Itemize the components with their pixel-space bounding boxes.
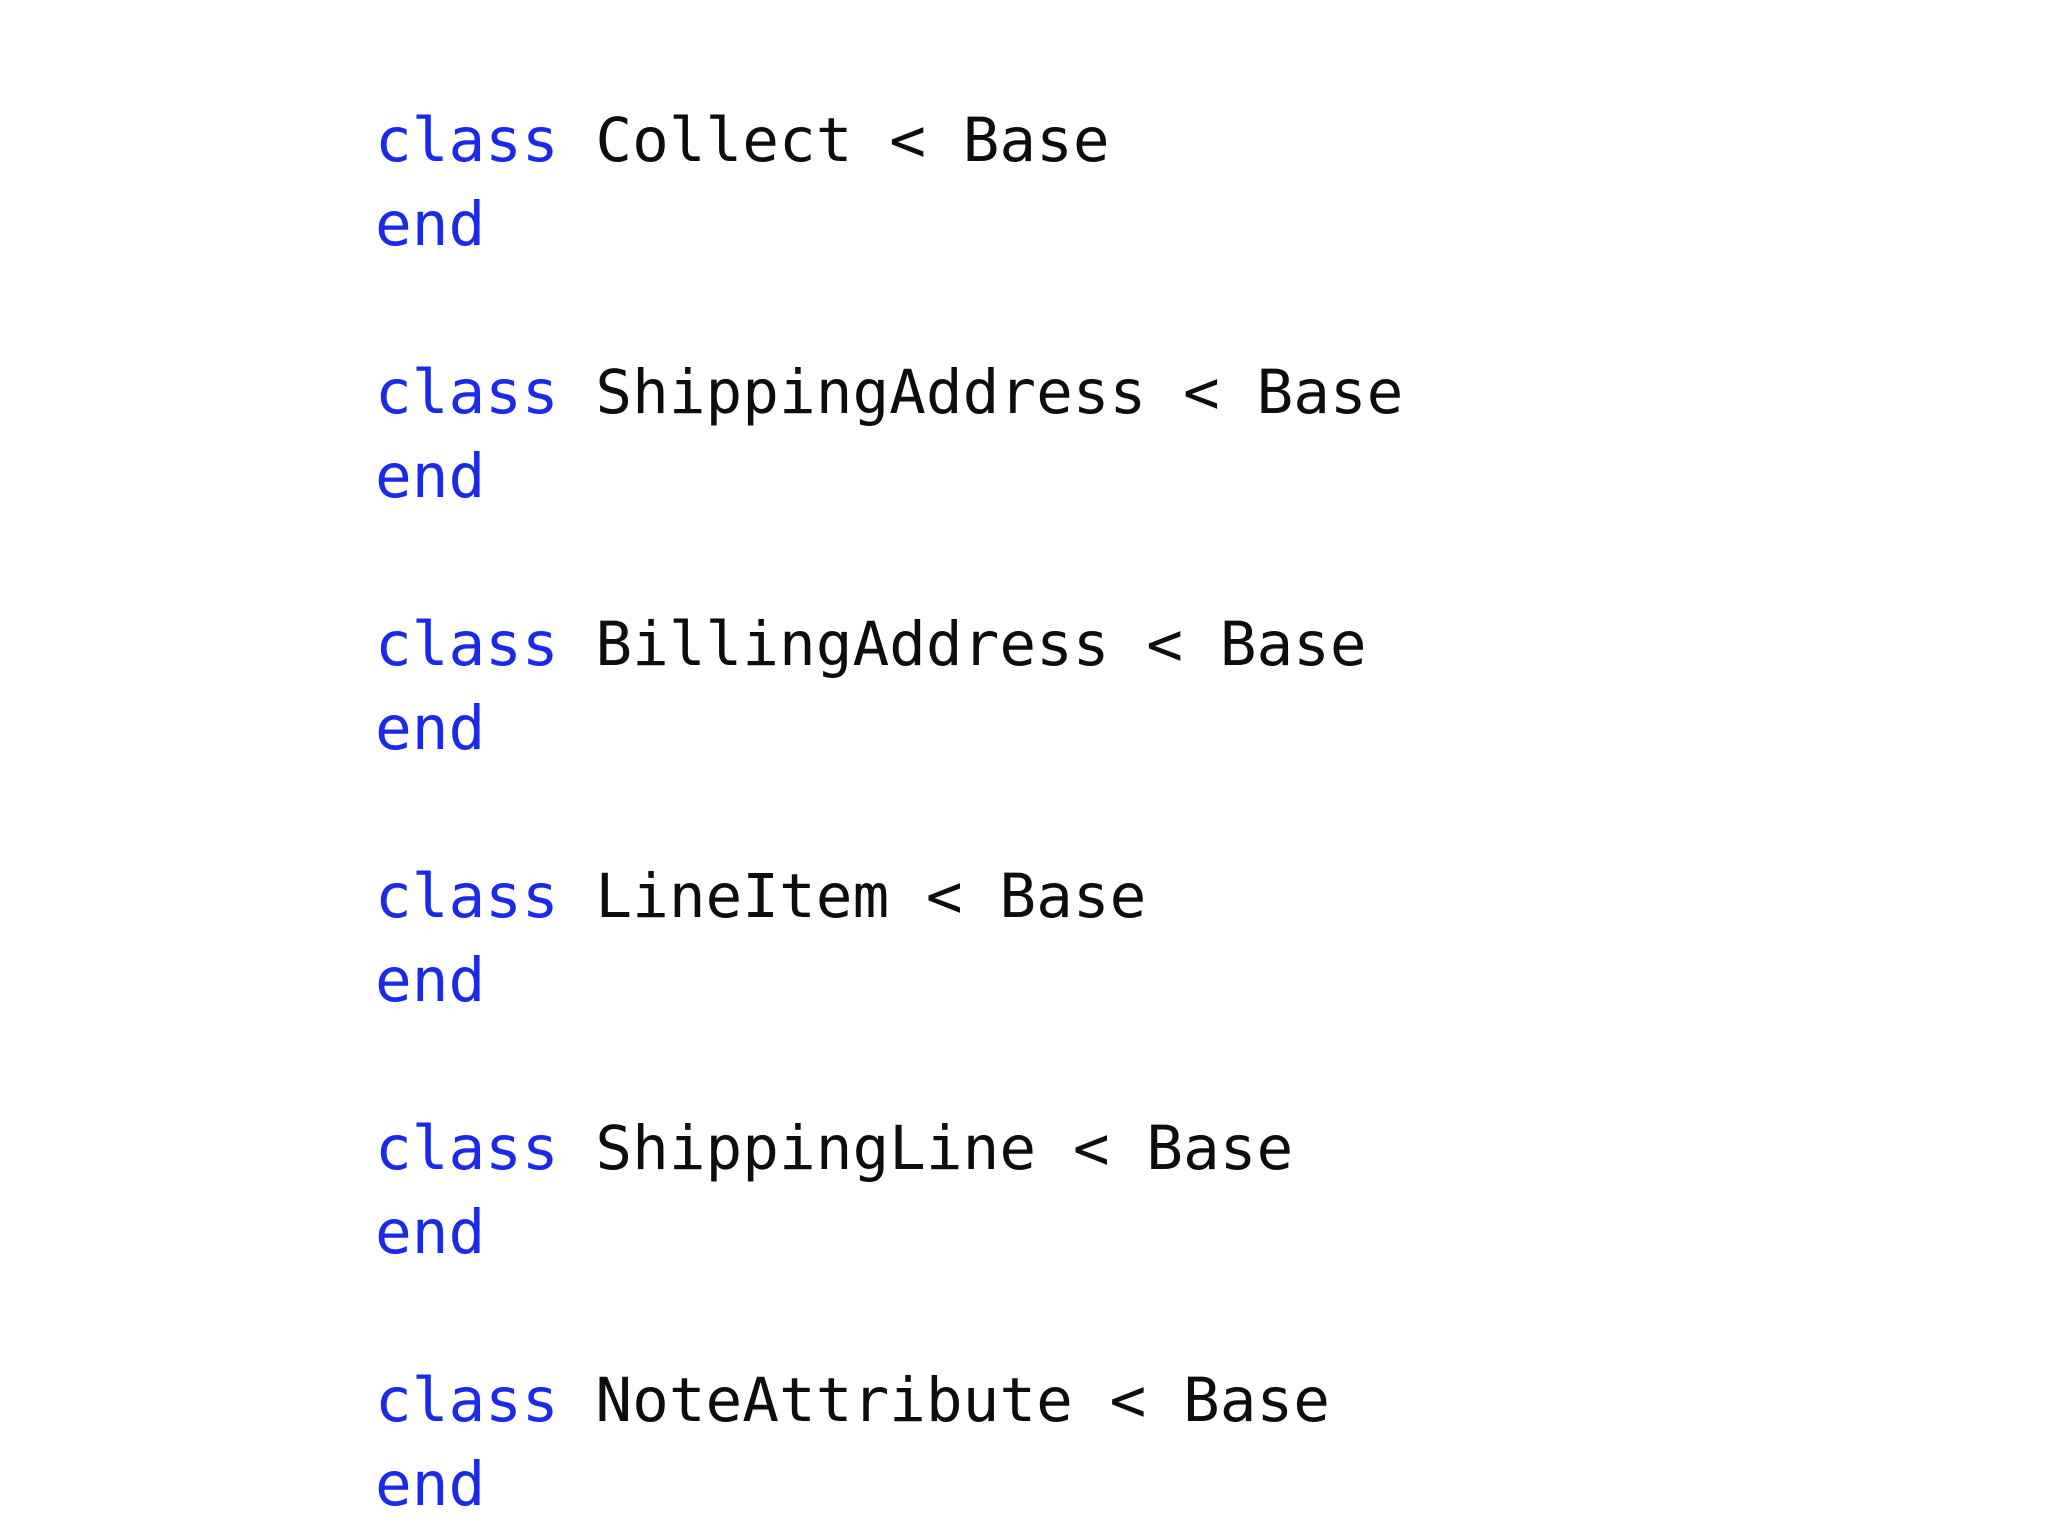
end-line: end [375,435,1403,519]
class-declaration-line: class LineItem < Base [375,855,1403,939]
keyword-end: end [375,945,486,1016]
keyword-end: end [375,189,486,260]
end-line: end [375,183,1403,267]
space [559,861,596,932]
end-line: end [375,939,1403,1023]
space [889,861,926,932]
class-declaration-line: class ShippingLine < Base [375,1107,1403,1191]
superclass-name: Base [1256,357,1404,428]
keyword-class: class [375,1365,559,1436]
class-name: LineItem [595,861,890,932]
superclass-name: Base [999,861,1147,932]
blank-line [375,519,1403,603]
keyword-class: class [375,1113,559,1184]
inherit-operator: < [889,105,926,176]
keyword-end: end [375,693,486,764]
class-name: BillingAddress [595,609,1110,680]
space [1110,1113,1147,1184]
keyword-class: class [375,357,559,428]
class-declaration-line: class BillingAddress < Base [375,603,1403,687]
space [559,357,596,428]
inherit-operator: < [1109,1365,1147,1436]
space [926,105,963,176]
class-declaration-line: class Collect < Base [375,99,1403,183]
end-line: end [375,687,1403,771]
class-declaration-line: class ShippingAddress < Base [375,351,1403,435]
space [852,105,889,176]
class-name: Collect [595,105,853,176]
class-name: ShippingAddress [595,357,1147,428]
keyword-class: class [375,861,559,932]
class-name: ShippingLine [595,1113,1037,1184]
blank-line [375,1275,1403,1359]
keyword-class: class [375,609,559,680]
end-line: end [375,1443,1403,1527]
space [963,861,1000,932]
space [1183,609,1220,680]
class-name: NoteAttribute [595,1365,1073,1436]
superclass-name: Base [1219,609,1367,680]
inherit-operator: < [1072,1113,1110,1184]
blank-line [375,1023,1403,1107]
space [1146,1365,1183,1436]
space [1036,1113,1073,1184]
end-line: end [375,1191,1403,1275]
superclass-name: Base [1183,1365,1330,1436]
superclass-name: Base [962,105,1110,176]
space [559,1365,596,1436]
superclass-name: Base [1146,1113,1294,1184]
inherit-operator: < [925,861,963,932]
keyword-end: end [375,441,486,512]
space [1220,357,1257,428]
keyword-class: class [375,105,559,176]
blank-line [375,771,1403,855]
keyword-end: end [375,1197,486,1268]
keyword-end: end [375,1449,486,1520]
space [559,609,596,680]
space [1146,357,1183,428]
inherit-operator: < [1183,357,1220,428]
inherit-operator: < [1146,609,1183,680]
space [559,105,596,176]
space [559,1113,596,1184]
space [1110,609,1147,680]
class-declaration-line: class NoteAttribute < Base [375,1359,1403,1443]
space [1073,1365,1110,1436]
blank-line [375,267,1403,351]
